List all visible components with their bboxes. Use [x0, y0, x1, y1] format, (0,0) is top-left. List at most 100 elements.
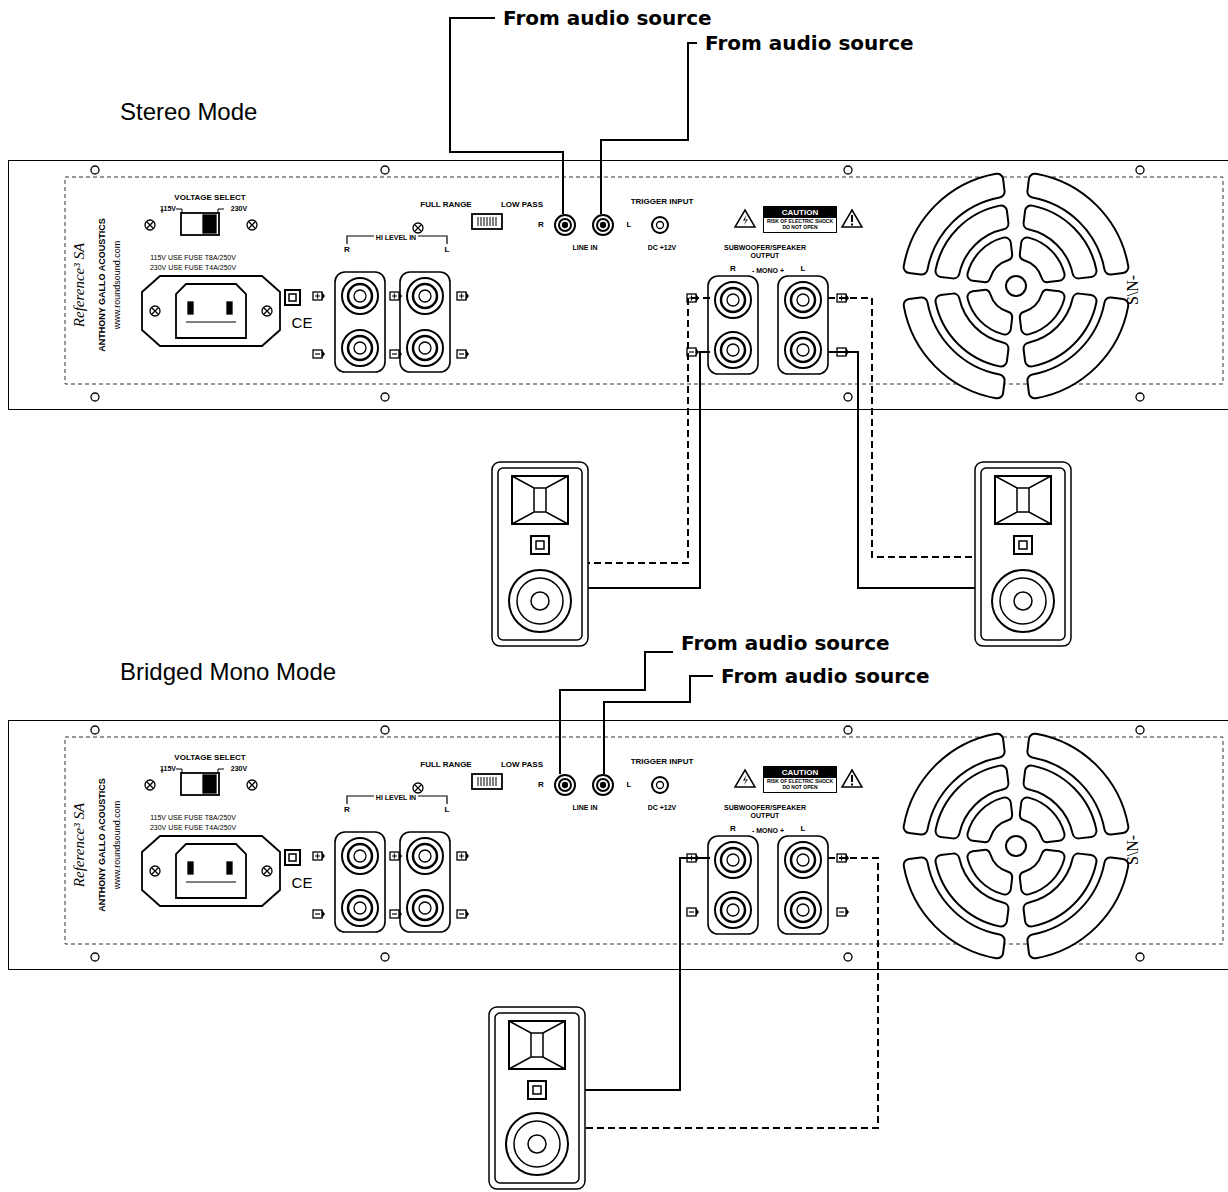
symbol-box [457, 910, 466, 918]
jack-ring [593, 775, 613, 795]
voltage-switch-lever [203, 775, 216, 793]
screw [413, 223, 423, 233]
tweeter-dome [536, 541, 544, 549]
mount-hole [1136, 726, 1144, 734]
post-outer [785, 892, 821, 928]
panel-label: LINE IN [573, 244, 598, 252]
minus-symbol [390, 910, 402, 918]
symbol-sign [392, 294, 397, 299]
post-outer [715, 282, 751, 318]
symbol-sign [392, 353, 397, 354]
panel-label: L [627, 780, 632, 789]
speaker [489, 1007, 585, 1189]
symbol-sign [689, 911, 694, 912]
signal-wire [604, 676, 713, 774]
symbol-tip [466, 350, 469, 358]
panel-label: ANTHONY GALLO ACOUSTICS [97, 218, 107, 352]
jack-ring [555, 775, 575, 795]
symbol-box [390, 292, 399, 300]
rca-jack [555, 215, 575, 235]
mount-hole [381, 726, 389, 734]
post-plate [778, 836, 828, 934]
symbol-tip [696, 348, 699, 356]
post-mid [413, 336, 437, 360]
post-mid [348, 336, 372, 360]
plus-symbol [313, 852, 325, 860]
bolt [743, 215, 748, 225]
post-hole [419, 290, 431, 302]
symbol-tip [696, 908, 699, 916]
screw-cross [249, 782, 255, 788]
horn-throat [995, 476, 1051, 524]
post-mid [791, 338, 815, 362]
triangle [735, 210, 755, 227]
post-mid [791, 848, 815, 872]
symbol-sign [315, 854, 320, 859]
panel-label: SUBWOOFER/SPEAKER OUTPUT [717, 804, 813, 820]
horn-throat [509, 1021, 565, 1069]
screw-cross [152, 308, 158, 314]
mount-hole [1136, 953, 1144, 961]
speaker-wire [588, 352, 710, 588]
caution-text: RISK OF ELECTRIC SHOCK DO NOT OPEN [764, 778, 836, 792]
post-outer [407, 330, 443, 366]
symbol-box [313, 350, 322, 358]
panel-label: R [730, 264, 736, 273]
panel-label: LOW PASS [501, 760, 543, 769]
trigger-jack [652, 217, 668, 233]
panel-label: HI LEVEL IN [376, 794, 416, 802]
minus-symbol [837, 908, 849, 916]
post-outer [407, 890, 443, 926]
binding-post-pair [400, 272, 450, 372]
post-mid [791, 288, 815, 312]
speaker-wire [588, 298, 710, 563]
symbol-box [457, 350, 466, 358]
post-plate [708, 276, 758, 374]
mount-hole [1136, 393, 1144, 401]
woofer-cap [1014, 592, 1032, 610]
screw [145, 780, 155, 790]
binding-post-pair [708, 836, 758, 934]
caution-text: RISK OF ELECTRIC SHOCK DO NOT OPEN [764, 218, 836, 232]
symbol-tip [399, 292, 402, 300]
voltage-switch [181, 213, 219, 235]
fan-grill [904, 174, 1129, 399]
symbol-sign [315, 294, 320, 299]
mount-hole [381, 953, 389, 961]
binding-post-pair [708, 276, 758, 374]
symbol-sign [459, 913, 464, 914]
screw-cross [415, 225, 421, 231]
tweeter-dome [1019, 541, 1027, 549]
speaker-cabinet [489, 1007, 585, 1189]
screw-cross [415, 785, 421, 791]
panel-label: L [801, 824, 806, 833]
speaker-front [981, 468, 1065, 640]
symbol-box [457, 292, 466, 300]
symbol-tip [322, 350, 325, 358]
post-hole [727, 294, 739, 306]
symbol-sign [315, 353, 320, 354]
symbol-box [390, 910, 399, 918]
fan-slot [1020, 850, 1065, 895]
mount-hole [1136, 166, 1144, 174]
signal-wire [560, 652, 673, 774]
bolt [743, 775, 748, 785]
inlet-pin [227, 862, 232, 874]
symbol-tip [322, 292, 325, 300]
woofer-cone [1000, 578, 1046, 624]
inlet-socket [176, 844, 246, 898]
panel-label: R [344, 245, 350, 254]
screw [413, 783, 423, 793]
horn-frame [509, 1021, 565, 1069]
inlet-pin [188, 302, 193, 314]
bang-dot [851, 224, 853, 226]
triangle [842, 770, 862, 787]
post-outer [785, 332, 821, 368]
screw-cross [147, 782, 153, 788]
switch-ridges [478, 777, 496, 786]
woofer-cap [528, 1135, 546, 1153]
symbol-sign [392, 854, 397, 859]
screw-head [413, 783, 423, 793]
source-label: From audio source [705, 32, 914, 55]
signal-wire [450, 18, 563, 214]
